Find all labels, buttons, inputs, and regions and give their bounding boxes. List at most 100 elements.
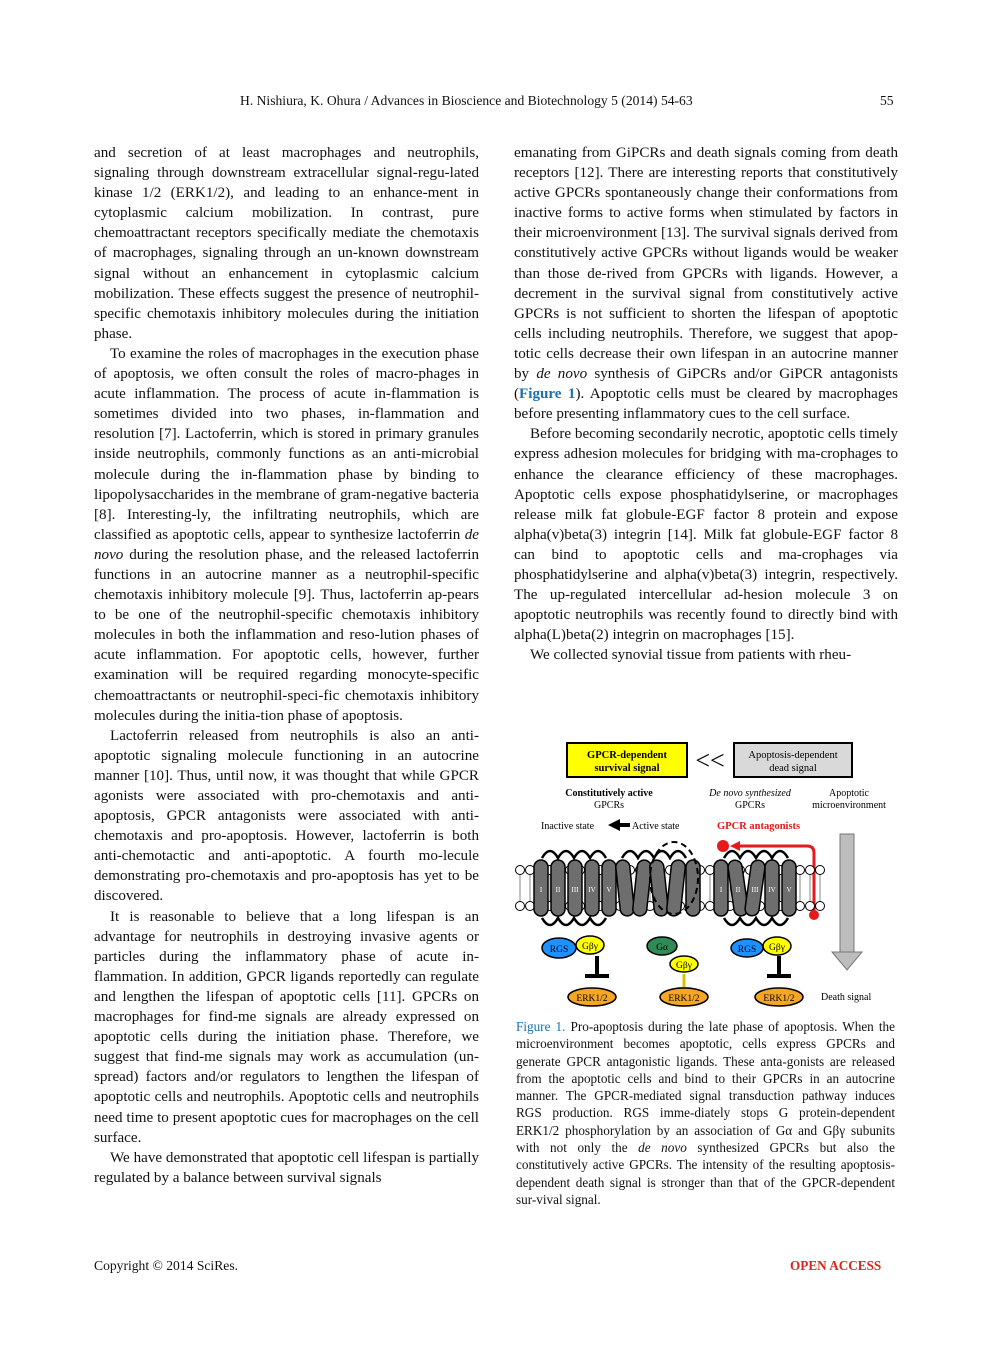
lipid-head [515,865,525,875]
antagonist-ligand-icon [717,840,729,852]
inhibition-stem-right [777,956,781,974]
italic-term: de novo [536,366,588,383]
italic-term: de novo [94,526,479,563]
svg-text:III: III [752,886,760,894]
paragraph: Lactoferrin released from neutrophils is… [94,727,479,905]
state-arrow-icon [608,819,620,831]
svg-text:IV: IV [768,886,775,894]
caption-text: Pro-apoptosis during the late phase of a… [516,1019,895,1156]
paragraph-text: synthesis of GiPCRs and/or GiPCR antagon… [514,366,898,403]
lipid-head [705,901,715,911]
paragraph: We collected synovial tissue from patien… [530,647,852,664]
inhibition-bar-left [585,974,609,978]
erk-protein-middle [659,987,709,1007]
svg-text:II: II [736,886,741,894]
paragraph: To examine the roles of macrophages in t… [94,344,479,726]
lipid-head [525,865,535,875]
denovo-label-2: GPCRs [735,800,765,811]
svg-text:II: II [556,886,561,894]
lipid-head [795,901,805,911]
lipid-head [805,901,815,911]
caption-text: synthesized GPCRs but also the constitut… [516,1140,895,1207]
page-number: 55 [880,93,894,108]
death-signal-label: Death signal [821,992,871,1003]
gbg-protein-middle [669,955,699,973]
active-state-label: Active state [632,821,680,832]
antagonist-source-dot [809,910,819,920]
death-signal-box [733,742,853,778]
lipid-head [705,865,715,875]
gpcr-inactive [533,849,617,927]
survival-signal-box [566,742,688,778]
svg-text:V: V [606,886,611,894]
gpcr-active [615,849,701,917]
comparator-symbol: << [695,746,724,775]
erk-protein-left [567,987,617,1007]
micro-label-2: microenvironment [812,800,886,811]
figure-link[interactable]: Figure 1 [519,386,576,403]
helix-numbers: I II III IV V I II III IV V [540,886,792,894]
svg-text:III: III [572,886,580,894]
gbg-label-right: Gβγ [769,943,785,953]
right-column: emanating from GiPCRs and death signals … [514,143,898,665]
lipid-head [815,865,825,875]
paragraph: and secretion of at least macrophages an… [94,145,479,342]
paragraph: We have demonstrated that apoptotic cell… [94,1149,479,1186]
antagonist-arrowhead-icon [730,841,740,851]
caption-label: Figure 1. [516,1019,566,1034]
lipid-head [515,901,525,911]
rgs-label-left: RGS [550,945,568,955]
antagonist-arrow [736,844,816,918]
antagonists-label: GPCR antagonists [717,821,800,832]
lipid-head [815,901,825,911]
paragraph: emanating from GiPCRs and death signals … [514,143,898,424]
erk-label-left: ERK1/2 [576,994,607,1004]
svg-text:I: I [720,886,723,894]
paragraph: It is reasonable to believe that a long … [94,908,479,1146]
caption-italic: de novo [638,1140,687,1156]
inactive-state-label: Inactive state [541,821,595,832]
constitutive-label-1: Constitutively active [565,788,653,799]
survival-box-line2: survival signal [594,763,659,774]
gbg-label-left: Gβγ [582,942,598,952]
paragraph-text: during the resolution phase, and the rel… [94,546,479,724]
paragraph-text: To examine the roles of macrophages in t… [94,345,479,543]
svg-text:V: V [786,886,791,894]
inhibition-bar-right [767,974,791,978]
svg-text:IV: IV [588,886,595,894]
open-access-badge: OPEN ACCESS [790,1258,882,1273]
death-signal-arrow-shaft [839,833,855,955]
ga-label-middle: Gα [656,943,668,953]
running-header: H. Nishiura, K. Ohura / Advances in Bios… [0,93,992,113]
page-footer: Copyright © 2014 SciRes. OPEN ACCESS [0,1258,992,1278]
erk-protein-right [754,987,804,1007]
micro-label-1: Apoptotic [829,788,870,799]
denovo-highlight-ring [649,841,699,915]
death-box-line2: dead signal [769,763,817,774]
inhibition-stem-left [595,956,599,974]
svg-text:I: I [540,886,543,894]
figure-caption: Figure 1. Pro-apoptosis during the late … [516,1018,895,1208]
death-box-line1: Apoptosis-dependent [748,750,837,761]
lipid-head [525,901,535,911]
running-title: H. Nishiura, K. Ohura / Advances in Bios… [240,93,693,108]
constitutive-label-2: GPCRs [594,800,624,811]
lipid-head [795,865,805,875]
erk-label-middle: ERK1/2 [668,994,699,1004]
paragraph-text: emanating from GiPCRs and death signals … [514,145,898,383]
death-signal-arrowhead-icon [830,951,864,971]
state-arrow-shaft [620,823,630,827]
gbg-protein-right [762,936,792,956]
copyright-notice: Copyright © 2014 SciRes. [94,1258,239,1273]
rgs-label-right: RGS [738,945,756,955]
figure-1: GPCR-dependent survival signal << Apopto… [514,738,898,1010]
gpcr-antagonist-bound [713,849,797,927]
ga-protein-middle [646,936,678,956]
gbg-label-middle: Gβγ [676,961,692,971]
lipid-head [805,865,815,875]
survival-box-line1: GPCR-dependent [587,750,667,761]
denovo-label-1: De novo synthesized [708,788,792,799]
erk-label-right: ERK1/2 [763,994,794,1004]
paragraph: Before becoming secondarily necrotic, ap… [514,426,898,644]
gbg-protein-left [575,935,605,955]
